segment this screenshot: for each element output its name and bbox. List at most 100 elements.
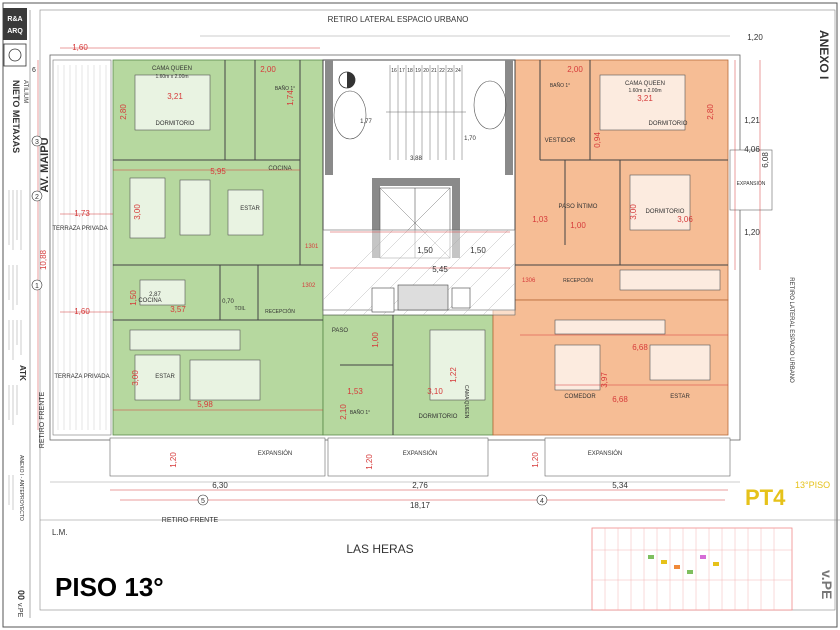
expansion-balconies (109, 149, 773, 477)
common-hall (322, 229, 516, 316)
label-vestidor: VESTIDOR (545, 138, 576, 144)
step-18: 18 (407, 68, 413, 74)
left-title-strip: R&A ARQ NIETO METAXAS ATILIUM ATK ANEXO … (3, 8, 31, 618)
dim-2-00-ne: 2,00 (567, 65, 583, 74)
dim-6-30: 6,30 (212, 481, 228, 490)
step-22: 22 (439, 68, 445, 74)
label-expansion-1: EXPANSIÓN (258, 450, 293, 457)
label-comedor: COMEDOR (564, 394, 596, 400)
dim-1-74: 1,74 (286, 90, 295, 106)
dim-3-21-nw: 3,21 (167, 92, 183, 101)
label-cama-queen-c: CAMA QUEEN (463, 385, 469, 419)
bottom-setback-label: RETIRO FRENTE (162, 517, 219, 524)
lm-label: L.M. (52, 528, 68, 537)
stair-step-numbers: 16 17 18 19 20 21 22 23 24 (391, 68, 461, 74)
dim-1-20-c: 1,20 (365, 454, 374, 470)
step-23: 23 (447, 68, 453, 74)
label-dormitorio-e: DORMITORIO (646, 209, 685, 215)
label-cama-queen-nw: CAMA QUEEN (152, 66, 192, 72)
unit-tag-1306: 1306 (522, 278, 536, 284)
dim-3-88: 3,88 (410, 156, 422, 162)
drawing-frame (39, 9, 836, 611)
dim-2-80-ne: 2,80 (706, 104, 715, 120)
unit-tag-1302: 1302 (302, 283, 316, 289)
dim-2-80-nw: 2,80 (119, 104, 128, 120)
label-estar-sw: ESTAR (155, 374, 175, 380)
dim-2-87: 2,87 (149, 292, 161, 298)
dim-1-21: 1,21 (744, 116, 760, 125)
label-cocina-sw: COCINA (138, 298, 161, 304)
dim-10-88: 10,88 (39, 249, 48, 270)
dim-6-68-top: 6,68 (632, 343, 648, 352)
dim-0-94: 0,94 (593, 132, 602, 148)
sheet-suffix: v.PE (16, 603, 23, 618)
dim-3-00-e: 3,00 (629, 204, 638, 220)
dim-6-68-bottom: 6,68 (612, 395, 628, 404)
logo-top: R&A (7, 16, 22, 23)
floor-title: PISO 13° (55, 572, 164, 602)
step-17: 17 (399, 68, 405, 74)
dim-1-22: 1,22 (449, 367, 458, 383)
label-expansion-e: EXPANSIÓN (737, 180, 766, 187)
label-cama-queen-ne: CAMA QUEEN (625, 81, 665, 87)
label-bano-ne: BAÑO 1° (550, 82, 570, 89)
bed-ne (599, 74, 686, 131)
label-cama-size-ne: 1.60m x 2.00m (628, 88, 661, 94)
vpe-label: v.PE (819, 570, 835, 599)
dim-1-50-core-a: 1,50 (417, 246, 433, 255)
step-20: 20 (423, 68, 429, 74)
label-cama-size-nw: 1.60m x 2.00m (155, 74, 188, 80)
bed-east (629, 174, 691, 231)
furniture (129, 74, 721, 401)
left-setback-label: RETIRO FRENTE (39, 391, 46, 448)
label-toil: TOIL (234, 306, 245, 312)
dim-2-10: 2,10 (339, 404, 348, 420)
step-19: 19 (415, 68, 421, 74)
label-expansion-3: EXPANSIÓN (588, 450, 623, 457)
label-cocina-nw: COCINA (268, 166, 291, 172)
dim-5-98: 5,98 (197, 400, 213, 409)
bed-nw (134, 74, 211, 131)
unit-tag-1301: 1301 (305, 244, 319, 250)
step-16: 16 (391, 68, 397, 74)
annex-title: ANEXO I (817, 30, 831, 79)
label-terraza-1: TERRAZA PRIVADA (52, 226, 107, 232)
dim-1-60-top: 1,60 (72, 43, 88, 52)
label-estar-se: ESTAR (670, 394, 690, 400)
grid-axis-marks: 6 3 2 1 5 4 (31, 67, 548, 506)
dim-5-95: 5,95 (210, 167, 226, 176)
right-setback-label: RETIRO LATERAL ESPACIO URBANO (788, 277, 794, 383)
dim-18-17: 18,17 (410, 501, 431, 510)
dim-5-34: 5,34 (612, 481, 628, 490)
dim-1-03: 1,03 (532, 215, 548, 224)
label-recepcion-sw: RECEPCIÓN (265, 308, 295, 315)
dim-1-50-core-b: 1,50 (470, 246, 486, 255)
label-bano-c: BAÑO 1° (350, 409, 370, 416)
dim-6-08: 6,08 (761, 152, 770, 168)
dim-0-70: 0,70 (222, 299, 234, 305)
top-setback-label: RETIRO LATERAL ESPACIO URBANO (328, 15, 469, 24)
dim-1-53: 1,53 (347, 387, 363, 396)
logo-bottom: ARQ (7, 28, 23, 35)
firm-logo-icon (8, 48, 22, 62)
pt-label: PT4 (745, 485, 786, 510)
dimension-lines (37, 47, 761, 501)
dim-1-70: 1,70 (464, 136, 476, 142)
dim-1-20-se: 1,20 (531, 452, 540, 468)
label-paso-intimo: PASO ÍNTIMO (559, 203, 598, 210)
dim-2-76: 2,76 (412, 481, 428, 490)
pt-sub-label: 13°PISO (795, 480, 830, 490)
axis-2: 2 (35, 194, 39, 201)
developer-name: ATK (18, 365, 27, 381)
area-legend-table (591, 527, 793, 611)
dim-1-77: 1,77 (360, 119, 372, 125)
partition-walls (113, 60, 728, 435)
axis-4: 4 (540, 498, 544, 505)
street-bottom: LAS HERAS (346, 542, 413, 556)
dim-3-21-ne: 3,21 (637, 94, 653, 103)
dim-5-45: 5,45 (432, 265, 448, 274)
dim-3-57: 3,57 (170, 305, 186, 314)
label-estar-nw: ESTAR (240, 206, 260, 212)
